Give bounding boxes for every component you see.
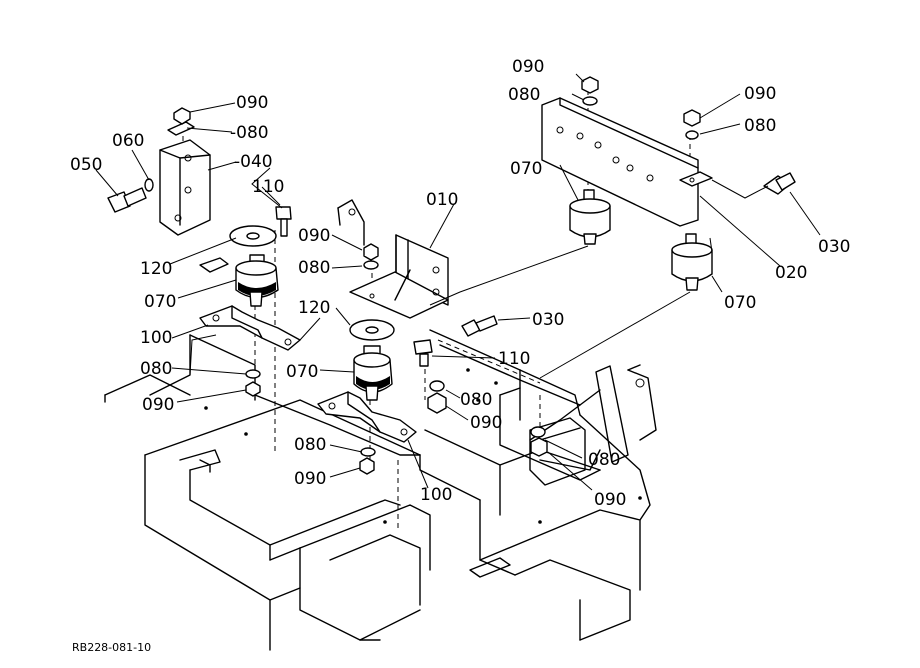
label-070-left: 070 xyxy=(144,292,176,312)
label-110-left: 110 xyxy=(252,177,284,197)
label-030-right: 030 xyxy=(818,237,850,257)
left-rubber-mount-070 xyxy=(235,254,279,307)
right-rubber-mount-070-lower xyxy=(671,233,713,291)
left-washer-060 xyxy=(144,178,154,192)
label-090-center: 090 xyxy=(298,226,330,246)
label-090-bottom-right: 090 xyxy=(594,490,626,510)
label-040-left: -040 xyxy=(234,152,273,172)
left-washer-120 xyxy=(229,225,277,247)
label-090-left-mid: 090 xyxy=(142,395,174,415)
label-100-left: 100 xyxy=(140,328,172,348)
label-090-left-top: 090 xyxy=(236,93,268,113)
left-small-plate xyxy=(199,257,229,273)
right-nut-090-a xyxy=(581,76,599,94)
right-engine-bracket-020 xyxy=(541,97,713,227)
label-020-right: 020 xyxy=(775,263,807,283)
part-labels: 090 080 090 080 070 030 020 070 090 -080… xyxy=(70,57,850,654)
center-bolt-030 xyxy=(461,315,498,337)
label-100-bottom-center: 100 xyxy=(420,485,452,505)
label-110-center: 110 xyxy=(498,349,530,369)
label-080-left-top: -080 xyxy=(230,123,269,143)
center-washer-120 xyxy=(349,319,395,341)
label-080-bottom-center: 080 xyxy=(294,435,326,455)
label-070-right-lower: 070 xyxy=(724,293,756,313)
label-070-center: 070 xyxy=(286,362,318,382)
left-lower-nut-090 xyxy=(245,381,261,397)
label-070-right-upper: 070 xyxy=(510,159,542,179)
label-050-left: 050 xyxy=(70,155,102,175)
label-030-center: 030 xyxy=(532,310,564,330)
center-bolt-110 xyxy=(413,339,433,367)
left-support-bracket-100 xyxy=(199,305,301,351)
reference-code: RB228-081-10 xyxy=(72,641,151,654)
label-120-center: 120 xyxy=(298,298,330,318)
right-washer-080-b xyxy=(685,130,699,140)
label-010-center: 010 xyxy=(426,190,458,210)
label-060-left: 060 xyxy=(112,131,144,151)
right-washer-080-a xyxy=(582,96,598,106)
label-080-left-mid: 080 xyxy=(140,359,172,379)
label-090-bottom-center: 090 xyxy=(294,469,326,489)
right-rubber-mount-070-upper xyxy=(569,189,611,245)
label-090-top-right-b: 090 xyxy=(744,84,776,104)
label-080-top-right-a: 080 xyxy=(508,85,540,105)
label-090-center-low: 090 xyxy=(470,413,502,433)
center-right-washer-080 xyxy=(429,380,445,392)
right-bolt-030 xyxy=(763,172,796,195)
label-090-top-right-a: 090 xyxy=(512,57,544,77)
label-120-left: 120 xyxy=(140,259,172,279)
label-080-top-right-b: 080 xyxy=(744,116,776,136)
label-080-center-low: 080 xyxy=(460,390,492,410)
leader-lines xyxy=(95,73,821,491)
center-rubber-mount-070 xyxy=(353,345,393,401)
left-bolt-050 xyxy=(107,187,147,213)
upper-small-plate xyxy=(337,199,365,246)
right-nut-090-b xyxy=(683,109,701,127)
center-engine-bracket-010 xyxy=(349,234,449,319)
left-lower-washer-080 xyxy=(245,369,261,379)
right-lower-nut-090 xyxy=(530,437,548,457)
left-engine-bracket xyxy=(159,121,211,236)
center-low-washer-080 xyxy=(360,447,376,457)
left-hex-nut xyxy=(173,107,191,125)
left-bolt-110 xyxy=(275,206,292,237)
label-080-center: 080 xyxy=(298,258,330,278)
right-lower-washer-080 xyxy=(530,426,546,438)
label-080-bottom-right: 080 xyxy=(588,450,620,470)
center-low-nut-090 xyxy=(359,457,375,475)
center-support-bracket-100 xyxy=(317,391,417,443)
center-right-nut-090 xyxy=(427,392,447,414)
center-nut-090 xyxy=(363,243,379,261)
center-washer-080 xyxy=(363,260,379,270)
